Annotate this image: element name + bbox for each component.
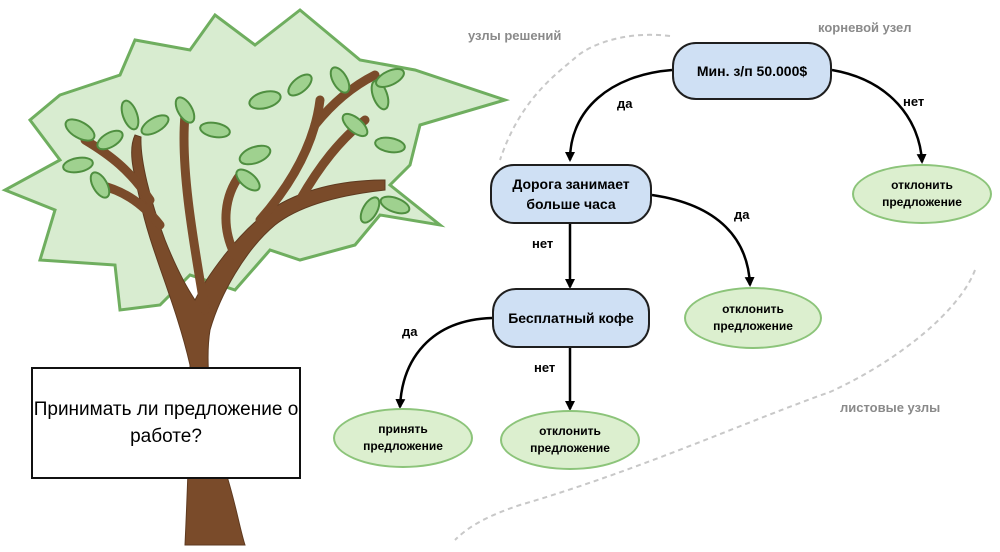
tree-leaves bbox=[62, 66, 411, 224]
root-decision-text: Мин. з/п 50.000$ bbox=[696, 63, 808, 79]
root-node-label: корневой узел bbox=[818, 20, 912, 35]
edge-coffee-yes bbox=[395, 316, 493, 409]
edge-label-root-yes: да bbox=[617, 96, 633, 111]
edge-root-yes bbox=[565, 68, 673, 162]
root-decision-node: Мин. з/п 50.000$ bbox=[672, 42, 832, 100]
leaf-decline-commute: отклонить предложение bbox=[684, 287, 822, 349]
commute-decision-node: Дорога занимает больше часа bbox=[490, 164, 652, 224]
edge-label-commute-yes: да bbox=[734, 207, 750, 222]
edge-commute-yes bbox=[651, 193, 755, 287]
callout-lines bbox=[454, 33, 976, 541]
leaf-decline-salary-text: отклонить предложение bbox=[882, 178, 962, 209]
leaf-accept: принять предложение bbox=[333, 408, 473, 468]
leaf-decline-commute-text: отклонить предложение bbox=[713, 302, 793, 333]
leaf-accept-text: принять предложение bbox=[363, 422, 443, 453]
edge-label-root-no: нет bbox=[903, 94, 925, 109]
edge-label-commute-no: нет bbox=[532, 236, 554, 251]
leaf-decline-salary: отклонить предложение bbox=[852, 164, 992, 224]
coffee-decision-node: Бесплатный кофе bbox=[492, 288, 650, 348]
question-text: Принимать ли предложение о работе? bbox=[33, 399, 299, 447]
commute-decision-text: Дорога занимает больше часа bbox=[512, 176, 630, 212]
tree-edges bbox=[395, 68, 927, 411]
leaf-nodes-callout-line bbox=[454, 269, 976, 541]
leaf-nodes-label: листовые узлы bbox=[840, 400, 941, 415]
coffee-decision-text: Бесплатный кофе bbox=[508, 310, 634, 326]
decision-nodes-label: узлы решений bbox=[468, 28, 562, 43]
edge-root-no bbox=[831, 68, 927, 164]
question-box: Принимать ли предложение о работе? bbox=[31, 367, 301, 479]
edge-label-coffee-yes: да bbox=[402, 324, 418, 339]
leaf-decline-coffee: отклонить предложение bbox=[500, 410, 640, 470]
edge-label-coffee-no: нет bbox=[534, 360, 556, 375]
decision-nodes-callout-line bbox=[499, 33, 671, 161]
leaf-decline-coffee-text: отклонить предложение bbox=[530, 424, 610, 455]
